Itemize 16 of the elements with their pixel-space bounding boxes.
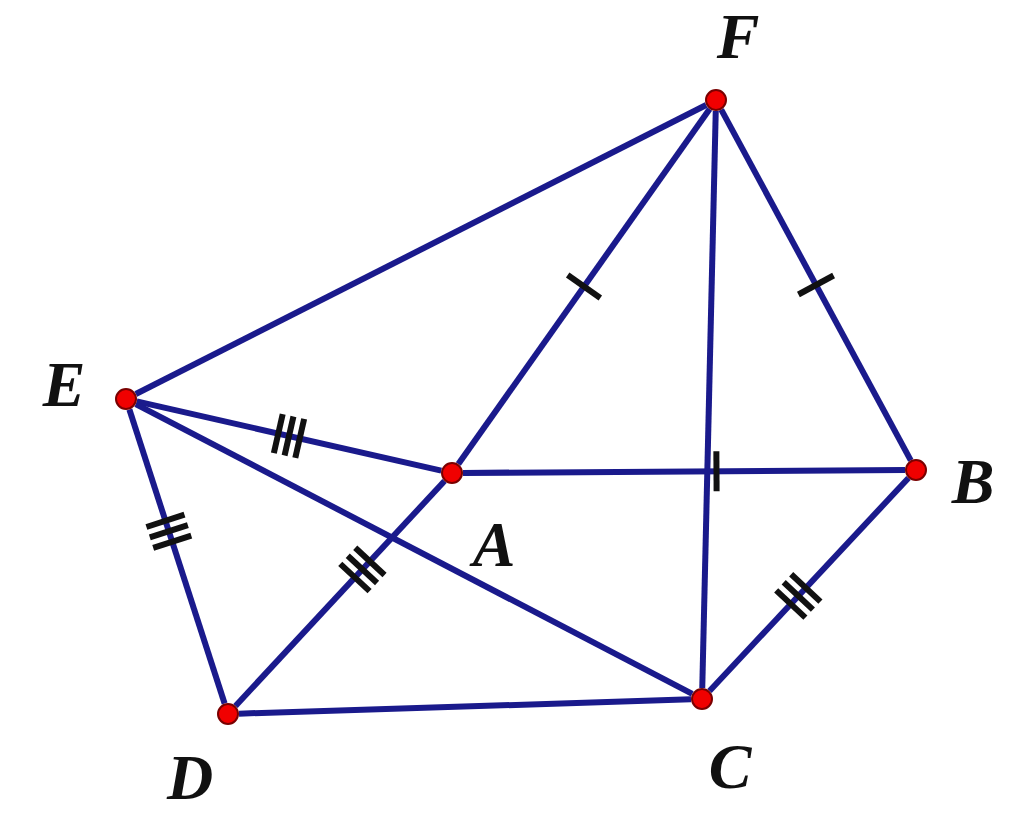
line-segment bbox=[455, 107, 713, 466]
line-segment bbox=[718, 108, 914, 462]
point-label: E bbox=[42, 353, 86, 417]
line-segment bbox=[233, 479, 447, 708]
line-segment bbox=[707, 476, 911, 693]
line-segment bbox=[463, 467, 905, 476]
line-segment bbox=[699, 110, 719, 689]
line-segment bbox=[238, 696, 692, 717]
line-segment bbox=[126, 408, 228, 705]
point-label: D bbox=[166, 746, 214, 810]
point-label: C bbox=[708, 735, 752, 799]
point-label: F bbox=[716, 5, 760, 69]
point-label: B bbox=[951, 450, 995, 514]
line-segment bbox=[134, 102, 708, 397]
line-segment bbox=[134, 401, 694, 697]
line-segment bbox=[136, 398, 442, 474]
